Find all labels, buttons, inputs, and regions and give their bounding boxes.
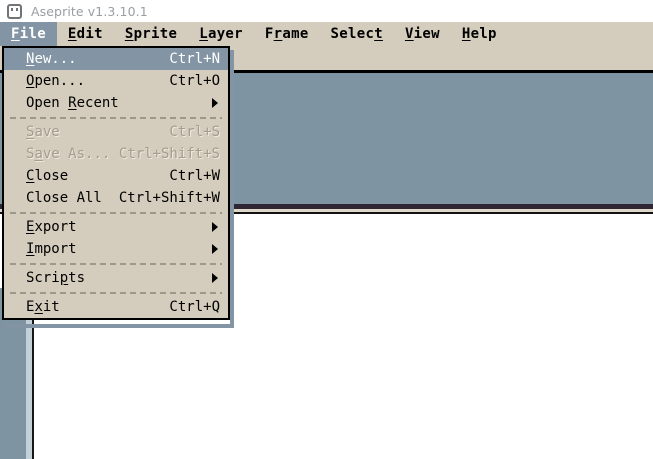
canvas-bottom-rule-black	[0, 212, 653, 214]
menu-item-import[interactable]: Import	[4, 238, 228, 260]
menu-item-label: Export	[26, 219, 77, 235]
menu-item-label: Save As...	[26, 146, 111, 162]
menu-item-exit[interactable]: Exit Ctrl+Q	[4, 296, 228, 318]
title-bar: Aseprite v1.3.10.1	[0, 0, 653, 22]
menu-item-label: New...	[26, 51, 77, 67]
menu-separator-line	[10, 116, 222, 119]
menu-separator	[4, 289, 228, 296]
menu-item-label: Open...	[26, 73, 86, 89]
submenu-arrow-icon	[212, 98, 218, 108]
file-menu-shadow-right	[230, 50, 234, 328]
window-title: Aseprite v1.3.10.1	[31, 3, 148, 19]
menu-item-label: Close	[26, 168, 69, 184]
menu-item-shortcut: Ctrl+Shift+S	[118, 146, 220, 162]
submenu-arrow-icon	[212, 273, 218, 283]
menu-separator-line	[10, 291, 222, 294]
workspace-top-rule	[0, 70, 653, 73]
file-menu-shadow-bottom	[6, 324, 234, 328]
menu-separator-line	[10, 262, 222, 265]
menu-item-label: Close All	[26, 190, 102, 206]
menu-item-save-as: Save As... Ctrl+Shift+S	[4, 143, 228, 165]
left-tool-strip-divider	[32, 288, 34, 459]
menu-separator	[4, 260, 228, 267]
aseprite-logo-icon	[7, 3, 22, 19]
menu-item-shortcut: Ctrl+O	[169, 73, 220, 89]
left-tool-strip-edge	[26, 288, 32, 459]
menu-item-scripts[interactable]: Scripts	[4, 267, 228, 289]
canvas-bottom-rule-light	[0, 209, 653, 212]
menu-item-export[interactable]: Export	[4, 216, 228, 238]
menu-item-open-recent[interactable]: Open Recent	[4, 92, 228, 114]
submenu-arrow-icon	[212, 244, 218, 254]
menu-item-close-all[interactable]: Close All Ctrl+Shift+W	[4, 187, 228, 209]
submenu-arrow-icon	[212, 222, 218, 232]
menu-item-shortcut: Ctrl+Q	[169, 299, 220, 315]
menu-item-label: Open Recent	[26, 95, 119, 111]
menu-item-label: Scripts	[26, 270, 86, 286]
menu-item-label: Import	[26, 241, 77, 257]
menu-item-shortcut: Ctrl+N	[169, 51, 220, 67]
menu-separator	[4, 114, 228, 121]
menu-item-shortcut: Ctrl+Shift+W	[118, 190, 220, 206]
menu-item-shortcut: Ctrl+S	[169, 124, 220, 140]
canvas-bottom-rule	[0, 204, 653, 209]
menu-item-save: Save Ctrl+S	[4, 121, 228, 143]
menu-item-close[interactable]: Close Ctrl+W	[4, 165, 228, 187]
menu-item-shortcut: Ctrl+W	[169, 168, 220, 184]
menu-item-open[interactable]: Open... Ctrl+O	[4, 70, 228, 92]
menu-item-new[interactable]: New... Ctrl+N	[4, 48, 228, 70]
menu-item-label: Exit	[26, 299, 60, 315]
menu-separator	[4, 209, 228, 216]
menu-separator-line	[10, 211, 222, 214]
menu-item-label: Save	[26, 124, 60, 140]
